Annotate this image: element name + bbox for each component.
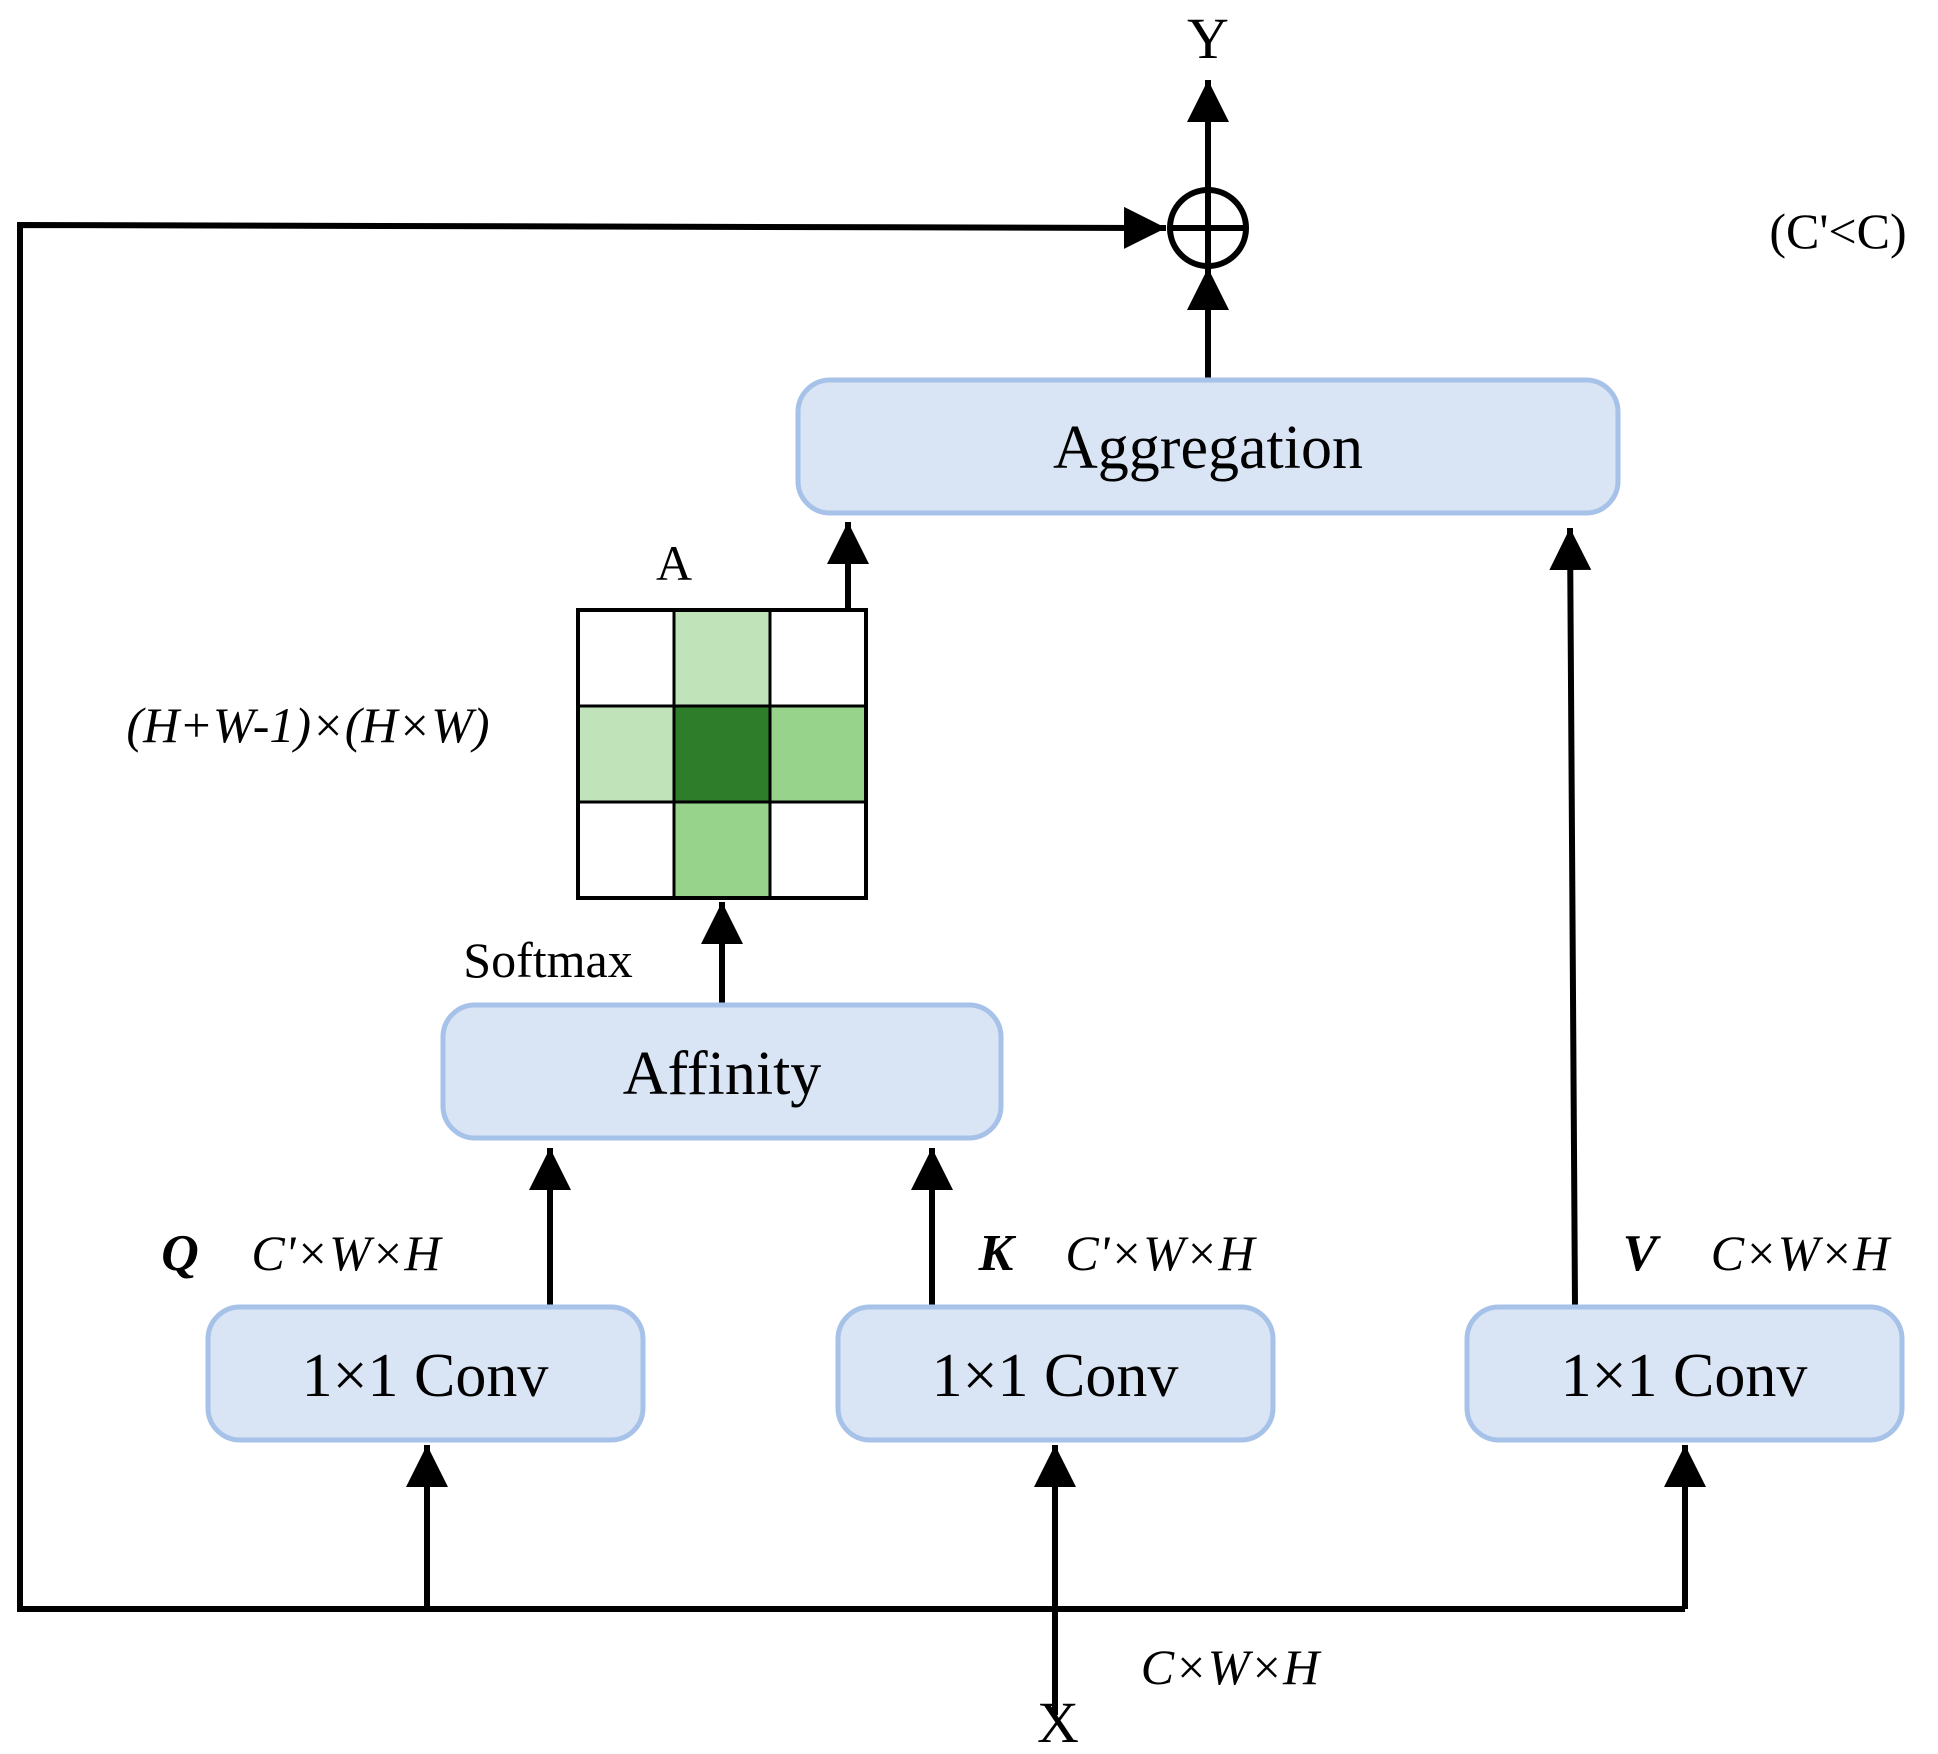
input-dims: C×W×H xyxy=(1141,1639,1322,1695)
map-cell-1-0 xyxy=(576,704,676,804)
affinity-box xyxy=(440,1002,1004,1141)
sum-node xyxy=(1167,187,1249,269)
map-cell-2-2 xyxy=(768,800,868,900)
input-label: X xyxy=(1037,1690,1079,1754)
softmax-label: Softmax xyxy=(463,932,632,988)
tensor-label-k: K xyxy=(978,1225,1017,1282)
output-label: Y xyxy=(1187,6,1229,71)
dims-label-q: C'×W×H xyxy=(251,1225,443,1281)
map-cell-1-1 xyxy=(672,704,772,804)
tensor-label-v: V xyxy=(1623,1225,1662,1282)
affinity-label: Affinity xyxy=(623,1040,822,1108)
conv-box-k xyxy=(835,1304,1276,1443)
map-cell-0-2 xyxy=(768,608,868,708)
map-cell-0-0 xyxy=(576,608,676,708)
conv-label-q: 1×1 Conv xyxy=(302,1342,549,1410)
conv-box-q xyxy=(205,1304,646,1443)
aggregation-box xyxy=(795,377,1621,516)
constraint-note: (C'<C) xyxy=(1769,203,1906,259)
attention-map-grid xyxy=(576,608,868,900)
map-cell-2-1 xyxy=(672,800,772,900)
aggregation-label: Aggregation xyxy=(1053,414,1363,482)
dims-label-v: C×W×H xyxy=(1711,1225,1892,1281)
map-cell-0-1 xyxy=(672,608,772,708)
arrow-v-to-aggregation xyxy=(1549,527,1592,1308)
attention-map-dims: (H+W-1)×(H×W) xyxy=(126,697,489,753)
map-cell-1-2 xyxy=(768,704,868,804)
attention-map-label: A xyxy=(656,535,692,591)
conv-label-k: 1×1 Conv xyxy=(932,1342,1179,1410)
tensor-label-q: Q xyxy=(161,1225,199,1282)
dims-label-k: C'×W×H xyxy=(1065,1225,1257,1281)
conv-box-v xyxy=(1464,1304,1905,1443)
conv-label-v: 1×1 Conv xyxy=(1561,1342,1808,1410)
map-cell-2-0 xyxy=(576,800,676,900)
